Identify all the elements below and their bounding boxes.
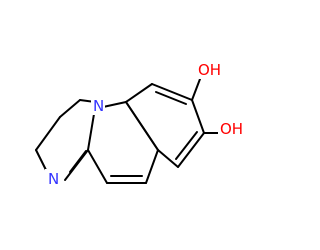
bond [151, 83, 193, 101]
bond [191, 99, 205, 134]
molecule-structure: OH OH N N [35, 59, 250, 188]
bond [125, 101, 159, 151]
bond [87, 149, 108, 184]
bond [69, 150, 87, 173]
n-ring-label: N [93, 97, 104, 115]
oh-right-label: OH [220, 120, 243, 138]
bond [102, 101, 127, 108]
atom-label-layer: OH OH N N [45, 59, 250, 188]
oh-top-label: OH [198, 61, 221, 79]
bond [35, 116, 61, 151]
bond [125, 83, 153, 103]
bond [175, 131, 198, 160]
bond-layer [35, 78, 220, 184]
bond [177, 132, 205, 168]
bond [59, 99, 81, 118]
bond [35, 149, 48, 173]
bond [191, 78, 201, 101]
bond [155, 91, 187, 105]
n-imine-label: N [48, 170, 59, 188]
bond [145, 149, 159, 184]
bond [157, 149, 179, 168]
